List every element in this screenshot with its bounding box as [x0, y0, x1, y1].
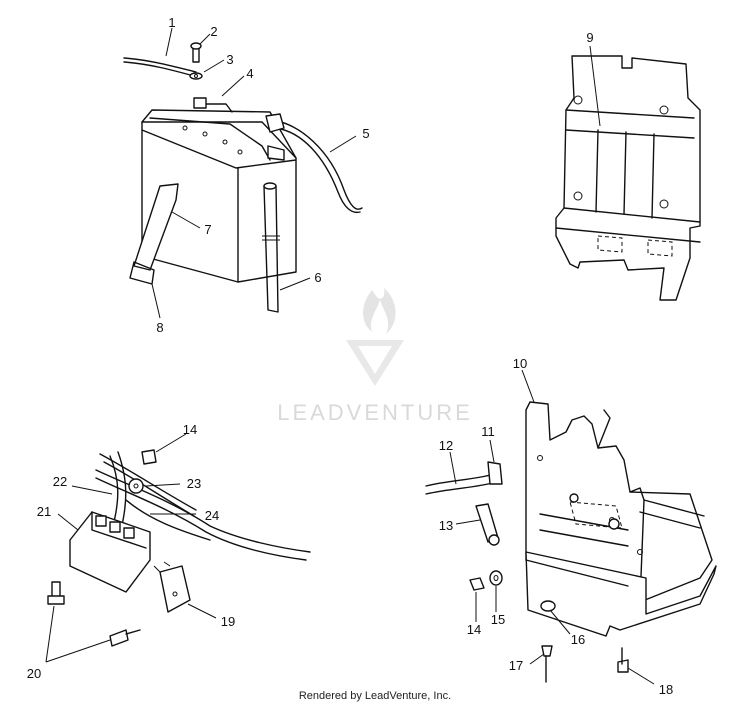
callout-22: 22	[53, 474, 67, 489]
callout-1: 1	[168, 15, 175, 30]
mounting-bracket-assembly	[425, 401, 717, 683]
callout-18: 18	[659, 682, 673, 697]
callout-3: 3	[226, 52, 233, 67]
callout-12: 12	[439, 438, 453, 453]
watermark-text: LEADVENTURE	[277, 400, 473, 425]
callout-17: 17	[509, 658, 523, 673]
callout-9: 9	[586, 30, 593, 45]
callout-21: 21	[37, 504, 51, 519]
leader-lines	[45, 27, 655, 685]
callout-20: 20	[27, 666, 41, 681]
callout-5: 5	[362, 126, 369, 141]
callout-16: 16	[571, 632, 585, 647]
leadventure-watermark-logo: LEADVENTURE	[277, 288, 473, 425]
callout-8: 8	[156, 320, 163, 335]
callout-7: 7	[204, 222, 211, 237]
callout-23: 23	[187, 476, 201, 491]
callout-10: 10	[513, 356, 527, 371]
callout-24: 24	[205, 508, 219, 523]
callout-13: 13	[439, 518, 453, 533]
callout-15: 15	[491, 612, 505, 627]
callout-2: 2	[210, 24, 217, 39]
battery-box	[555, 55, 701, 301]
callout-19: 19	[221, 614, 235, 629]
wiring-harness-assembly	[47, 449, 311, 647]
callout-4: 4	[246, 66, 253, 81]
callout-11: 11	[481, 424, 495, 439]
callout-labels: 1 2 3 4 5 6 7 8 9 10 11 12 13 14 14 15 1…	[27, 15, 673, 697]
battery-assembly	[123, 42, 363, 313]
callout-14-bracket: 14	[467, 622, 481, 637]
callout-6: 6	[314, 270, 321, 285]
callout-14-harness: 14	[183, 422, 197, 437]
footer-credit: Rendered by LeadVenture, Inc.	[298, 690, 452, 702]
